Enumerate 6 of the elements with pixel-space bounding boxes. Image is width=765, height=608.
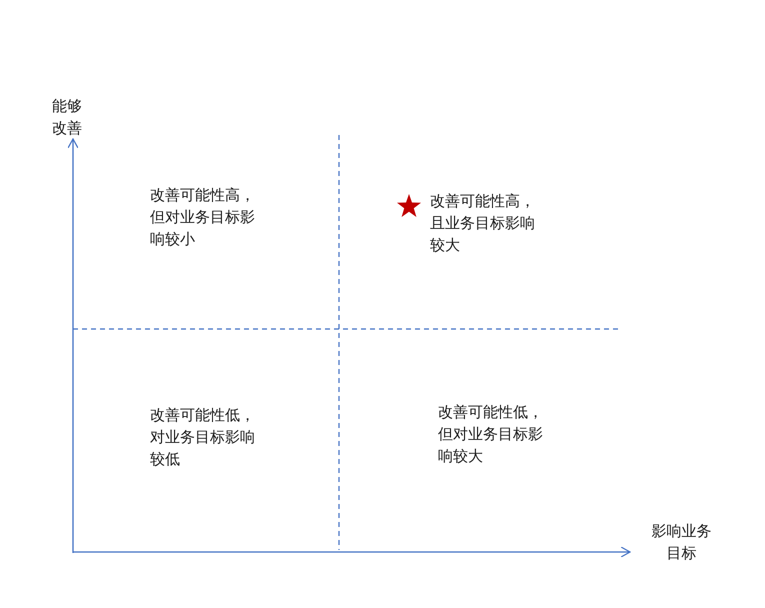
y-axis-label: 能够改善 [51, 96, 82, 139]
x-axis-label: 影响业务目标 [650, 521, 712, 564]
quadrant-text: 改善可能性高，且业务目标影响较大 [430, 191, 536, 256]
quadrant-text: 改善可能性低，对业务目标影响较低 [150, 405, 256, 470]
quadrant-text: 改善可能性高，但对业务目标影响较小 [150, 185, 256, 250]
quadrant-text: 改善可能性低，但对业务目标影响较大 [438, 402, 544, 467]
